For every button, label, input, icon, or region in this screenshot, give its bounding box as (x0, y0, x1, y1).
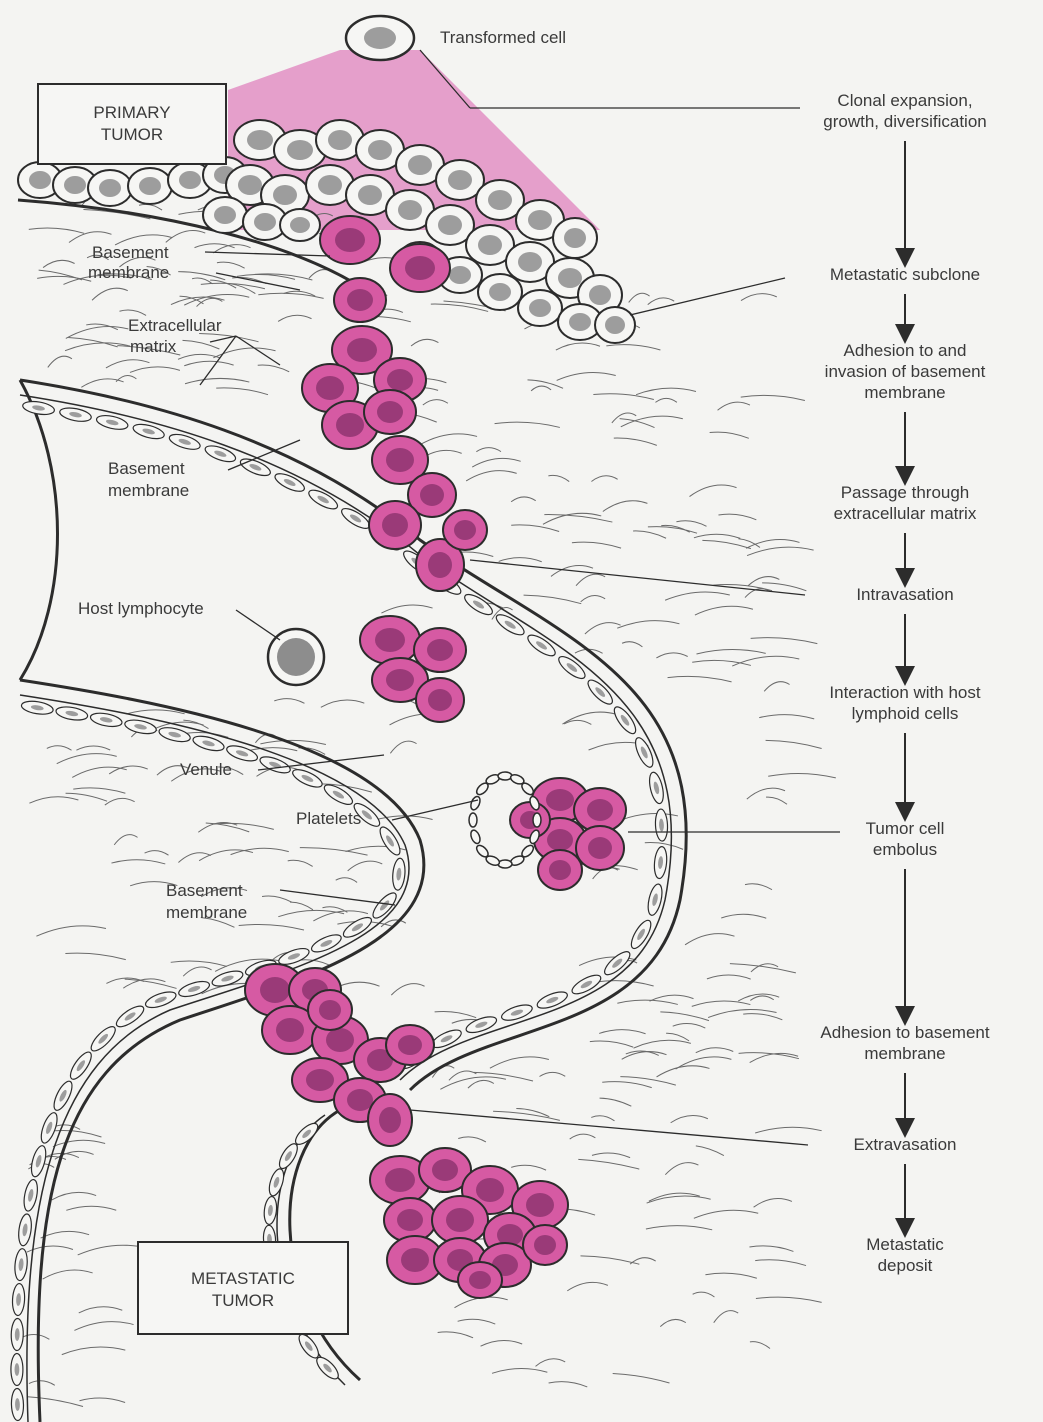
basement-membrane-label-2b: membrane (108, 481, 189, 500)
step-1-line-2: growth, diversification (823, 112, 986, 131)
step-5: Intravasation (856, 585, 953, 604)
venule-label: Venule (180, 760, 232, 779)
basement-membrane-label-3b: membrane (166, 903, 247, 922)
step-1: Clonal expansion, growth, diversification (823, 91, 986, 131)
step-2: Metastatic subclone (830, 265, 980, 284)
step-2-line-1: Metastatic subclone (830, 265, 980, 284)
basement-membrane-label-1a: Basement (92, 243, 169, 262)
metastatic-tumor-box: METASTATIC TUMOR (138, 1242, 348, 1334)
basement-membrane-label-2a: Basement (108, 459, 185, 478)
step-8-line-2: membrane (864, 1044, 945, 1063)
step-5-line-1: Intravasation (856, 585, 953, 604)
step-sequence: Clonal expansion, growth, diversification… (820, 91, 989, 1275)
step-7-line-2: embolus (873, 840, 937, 859)
step-8-line-1: Adhesion to basement (820, 1023, 989, 1042)
step-9: Extravasation (854, 1135, 957, 1154)
step-3-line-2: invasion of basement (825, 362, 986, 381)
step-7-line-1: Tumor cell (866, 819, 945, 838)
basement-membrane-label-3a: Basement (166, 881, 243, 900)
step-3: Adhesion to and invasion of basement membr… (825, 341, 986, 402)
step-7: Tumor cell embolus (866, 819, 945, 859)
transformed-cell-label: Transformed cell (440, 28, 566, 47)
basement-membrane-label-1b: membrane (88, 263, 169, 282)
primary-tumor-line-2: TUMOR (101, 125, 163, 144)
step-10: Metastatic deposit (866, 1235, 944, 1275)
primary-tumor-line-1: PRIMARY (93, 103, 170, 122)
step-4-line-1: Passage through (841, 483, 970, 502)
primary-tumor-box: PRIMARY TUMOR (38, 84, 226, 164)
step-8: Adhesion to basement membrane (820, 1023, 989, 1063)
extracellular-matrix-label-a: Extracellular (128, 316, 222, 335)
step-6: Interaction with host lymphoid cells (829, 683, 980, 723)
left-labels: Basement membrane Extracellular matrix B… (78, 243, 361, 922)
extracellular-matrix-label-b: matrix (130, 337, 177, 356)
transformed-cell (346, 16, 414, 60)
step-4: Passage through extracellular matrix (834, 483, 977, 523)
step-6-line-2: lymphoid cells (852, 704, 959, 723)
metastatic-tumor-line-1: METASTATIC (191, 1269, 295, 1288)
step-4-line-2: extracellular matrix (834, 504, 977, 523)
step-10-line-1: Metastatic (866, 1235, 944, 1254)
step-3-line-3: membrane (864, 383, 945, 402)
step-1-line-1: Clonal expansion, (837, 91, 972, 110)
step-6-line-1: Interaction with host (829, 683, 980, 702)
step-10-line-2: deposit (878, 1256, 933, 1275)
step-9-line-1: Extravasation (854, 1135, 957, 1154)
step-3-line-1: Adhesion to and (844, 341, 967, 360)
host-lymphocyte-label: Host lymphocyte (78, 599, 204, 618)
vessel-wall-left-curve (20, 380, 58, 680)
platelets-label: Platelets (296, 809, 361, 828)
metastatic-tumor-line-2: TUMOR (212, 1291, 274, 1310)
